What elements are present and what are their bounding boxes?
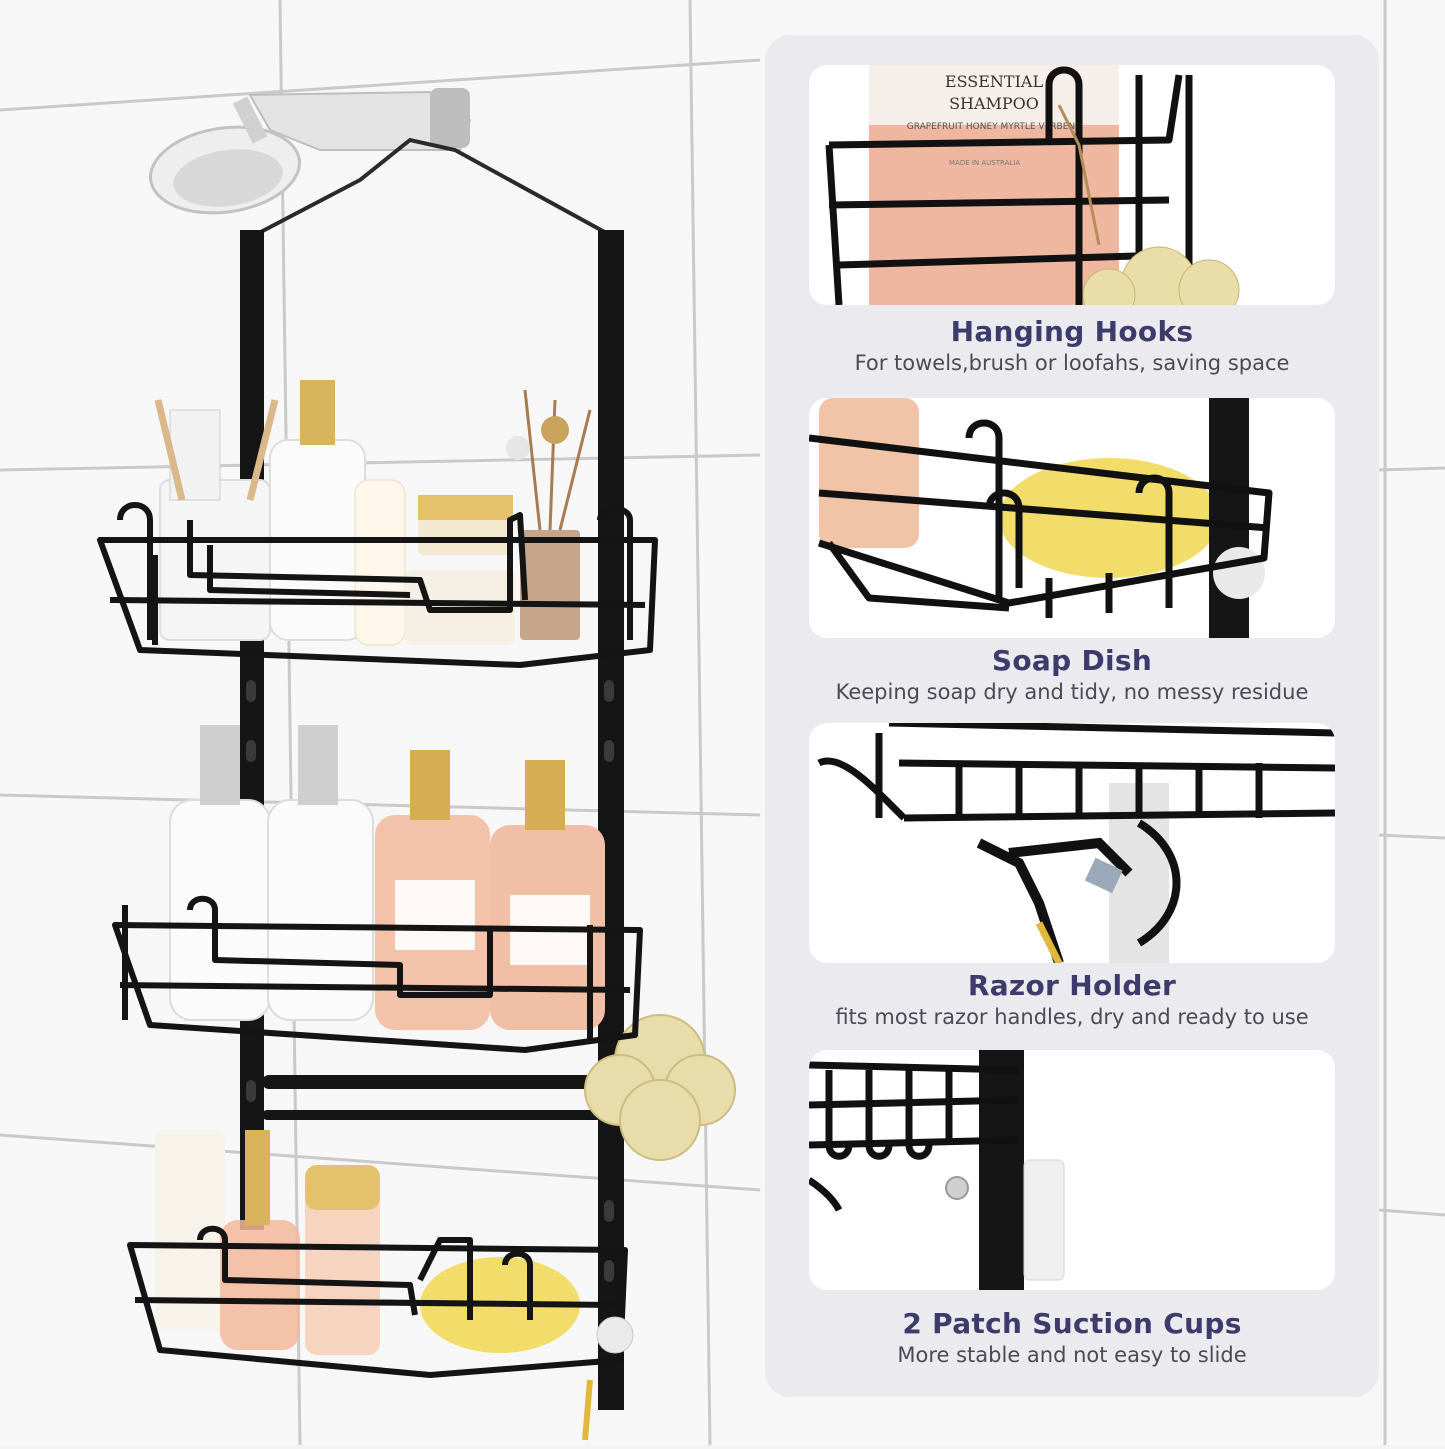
- shower-head-icon: [149, 88, 472, 215]
- feature-title: 2 Patch Suction Cups: [902, 1307, 1242, 1340]
- shampoo-brand-text: ESSENTIAL: [945, 72, 1044, 91]
- razor-icon: [809, 723, 1335, 963]
- feature-description: For towels,brush or loofahs, saving spac…: [854, 351, 1290, 375]
- feature-description: Keeping soap dry and tidy, no messy resi…: [835, 680, 1309, 704]
- soap-icon: [809, 398, 1335, 638]
- feature-description: fits most razor handles, dry and ready t…: [835, 1005, 1309, 1029]
- feature-description: More stable and not easy to slide: [897, 1343, 1247, 1367]
- feature-title: Hanging Hooks: [950, 315, 1194, 348]
- shower-caddy-illustration: [97, 88, 736, 1441]
- shampoo-scent-text: GRAPEFRUIT HONEY MYRTLE VERBENA: [907, 122, 1082, 132]
- made-in-text: MADE IN AUSTRALIA: [949, 159, 1020, 167]
- suction-cup-icon: [809, 1050, 1335, 1290]
- shampoo-name-text: SHAMPOO: [949, 94, 1039, 113]
- feature-panel: ESSENTIAL SHAMPOO GRAPEFRUIT HONEY MYRTL…: [765, 35, 1379, 1397]
- feature-title: Razor Holder: [967, 969, 1177, 1002]
- hook-icon: ESSENTIAL SHAMPOO GRAPEFRUIT HONEY MYRTL…: [809, 65, 1335, 305]
- feature-title: Soap Dish: [991, 644, 1153, 677]
